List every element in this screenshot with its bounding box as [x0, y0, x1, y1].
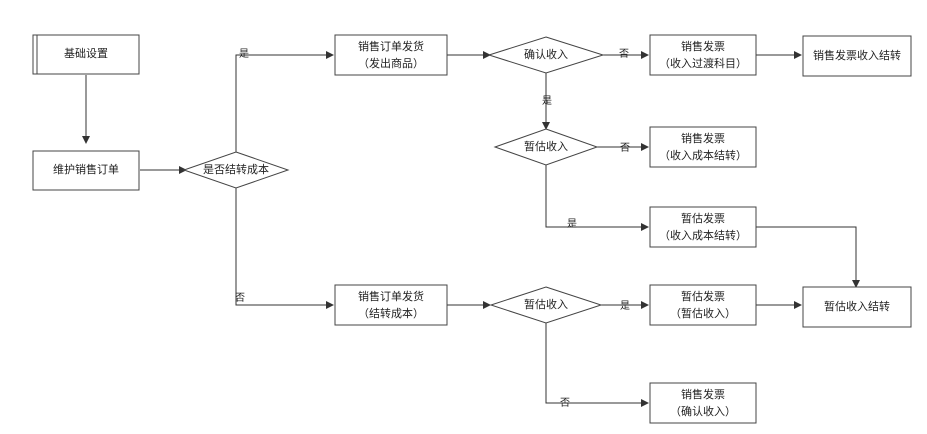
node-est-invoice-cost: 暂估发票 （收入成本结转）: [650, 207, 756, 247]
node-est-invoice-cost-line1: 暂估发票: [681, 211, 725, 225]
node-estimate-revenue-a-line1: 暂估收入: [524, 139, 568, 153]
node-confirm-revenue-line1: 确认收入: [524, 47, 568, 61]
node-invoice-carryover-line1: 销售发票收入结转: [813, 48, 901, 62]
edge-labels: 是 否 否 是 否 是 是 否: [235, 48, 630, 409]
label-est-b-yes: 是: [620, 300, 630, 312]
node-invoice-confirm-line1: 销售发票: [681, 387, 725, 401]
node-ship-goods-line1: 销售订单发货: [358, 39, 424, 53]
node-ship-goods: 销售订单发货 （发出商品）: [335, 35, 447, 75]
node-invoice-transition: 销售发票 （收入过渡科目）: [650, 35, 756, 75]
edge-est-a-yes: [546, 165, 648, 227]
node-est-invoice-est-line2: （暂估收入）: [670, 306, 736, 320]
label-confirm-no: 否: [619, 48, 629, 60]
edge-est-invoice-to-carryover: [756, 227, 856, 287]
node-invoice-revenue-cost-line2: （收入成本结转）: [659, 148, 747, 162]
node-basic-settings-line1: 基础设置: [64, 47, 108, 60]
node-invoice-confirm-line2: （确认收入）: [670, 404, 736, 418]
label-confirm-yes: 是: [542, 95, 552, 107]
node-invoice-transition-line2: （收入过渡科目）: [659, 56, 747, 70]
node-est-carryover-line1: 暂估收入结转: [824, 299, 890, 313]
node-est-invoice-est: 暂估发票 （暂估收入）: [650, 285, 756, 325]
edge-decision-yes: [236, 55, 333, 152]
label-yes-top: 是: [239, 48, 249, 60]
node-yesno-decision: 是否结转成本: [184, 152, 288, 188]
node-est-invoice-cost-line2: （收入成本结转）: [659, 228, 747, 242]
node-basic-settings: 基础设置: [33, 35, 139, 74]
node-yesno-decision-line1: 是否结转成本: [203, 162, 269, 176]
node-maintain-order: 维护销售订单: [33, 151, 139, 190]
node-invoice-transition-line1: 销售发票: [681, 39, 725, 53]
node-estimate-revenue-a: 暂估收入: [495, 129, 597, 165]
node-invoice-revenue-cost-line1: 销售发票: [681, 131, 725, 145]
node-est-invoice-est-line1: 暂估发票: [681, 289, 725, 303]
node-estimate-revenue-b: 暂估收入: [491, 287, 601, 323]
node-ship-cost-line2: （结转成本）: [358, 306, 424, 320]
node-maintain-order-line1: 维护销售订单: [53, 162, 119, 176]
label-est-a-no: 否: [620, 142, 630, 154]
node-ship-goods-line2: （发出商品）: [358, 56, 424, 70]
label-no-bottom: 否: [235, 292, 245, 304]
node-invoice-carryover: 销售发票收入结转: [803, 36, 911, 76]
node-invoice-revenue-cost: 销售发票 （收入成本结转）: [650, 127, 756, 167]
node-ship-cost-line1: 销售订单发货: [358, 289, 424, 303]
label-est-b-no: 否: [560, 397, 570, 409]
edge-decision-no: [236, 188, 333, 305]
node-confirm-revenue: 确认收入: [489, 37, 603, 73]
edge-est-b-no: [546, 323, 648, 403]
node-est-carryover: 暂估收入结转: [803, 287, 911, 327]
label-est-a-yes: 是: [567, 218, 577, 230]
node-ship-cost: 销售订单发货 （结转成本）: [335, 285, 447, 325]
node-estimate-revenue-b-line1: 暂估收入: [524, 297, 568, 311]
node-invoice-confirm: 销售发票 （确认收入）: [650, 383, 756, 423]
